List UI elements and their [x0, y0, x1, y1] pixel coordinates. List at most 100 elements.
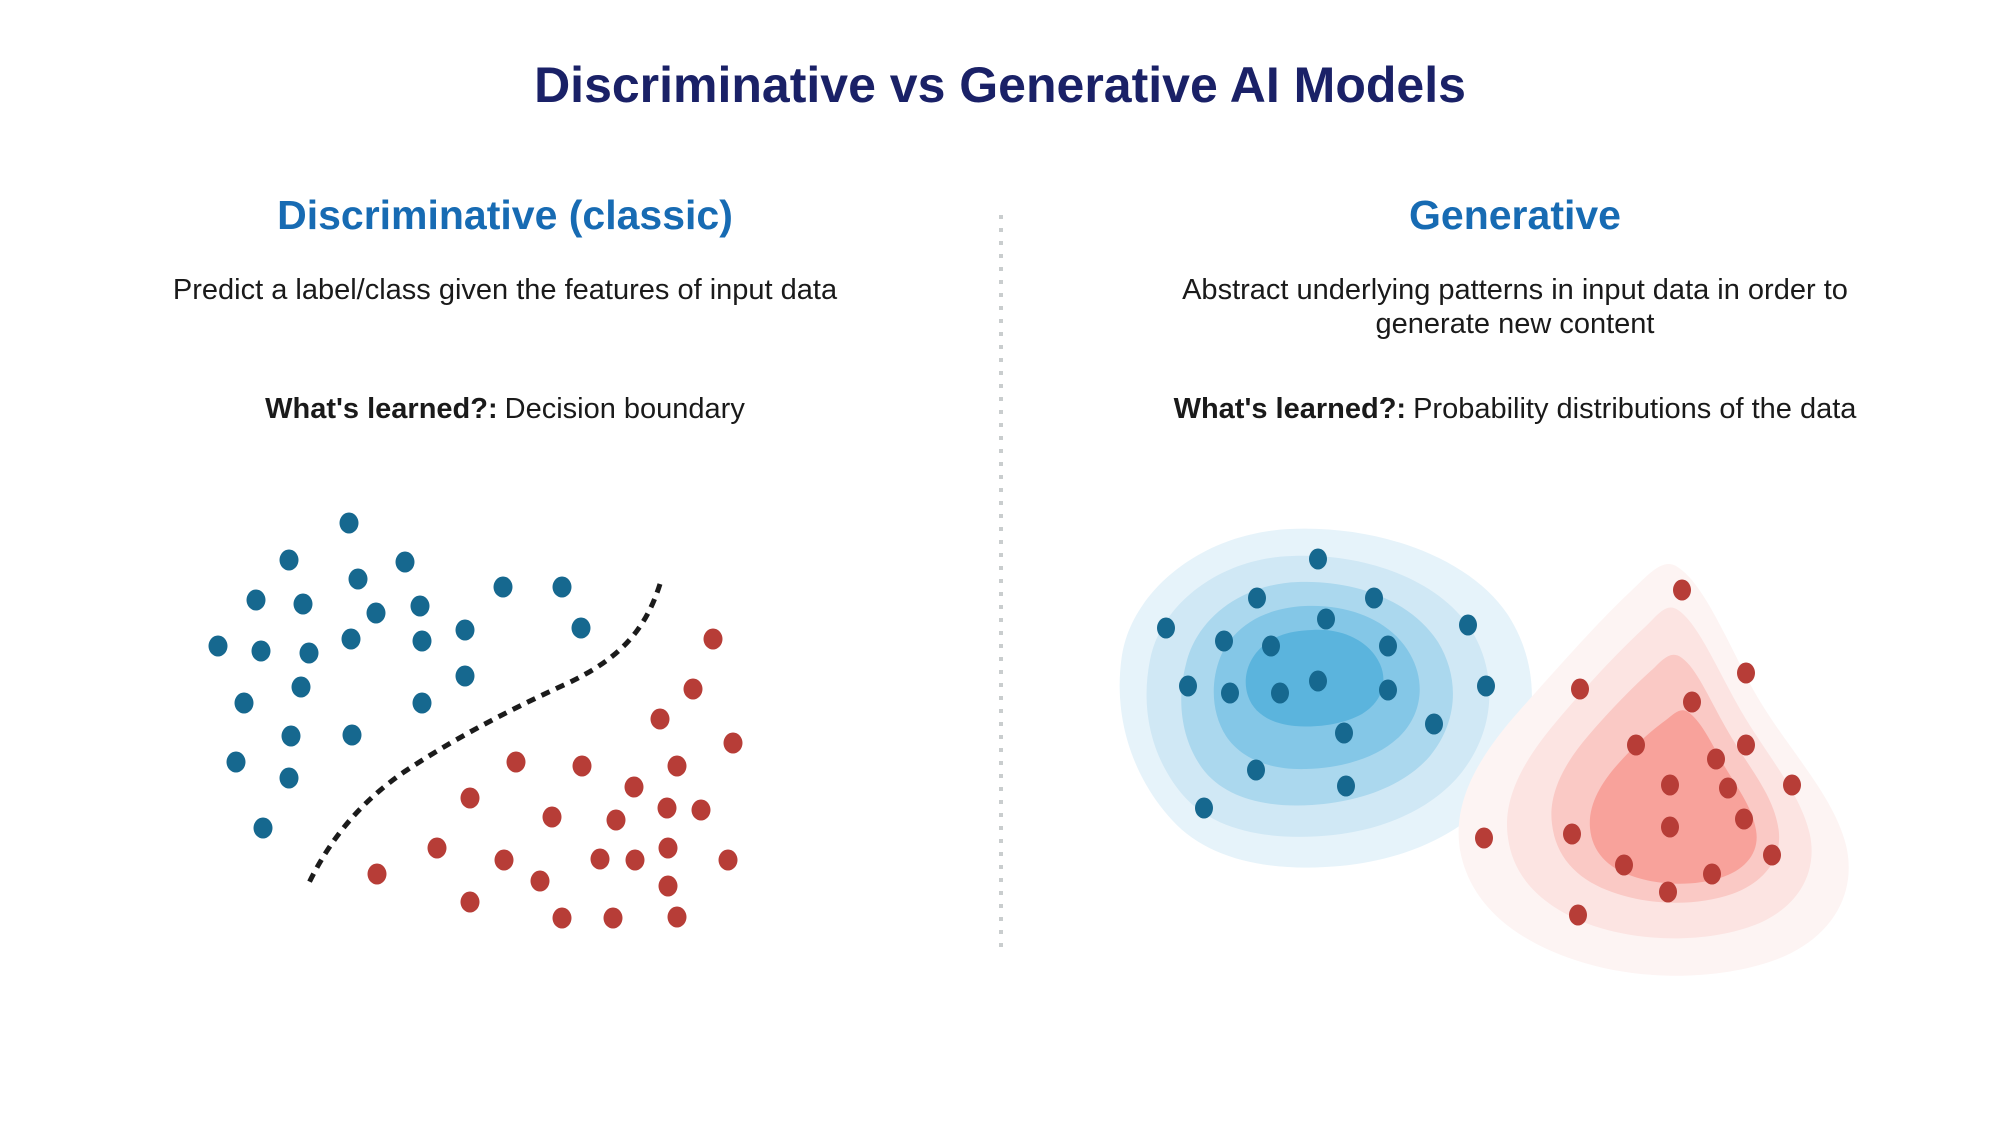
decision-boundary-curve: [304, 583, 663, 889]
red-class-point: [723, 732, 743, 754]
red-class-point: [506, 751, 526, 773]
blue-sample-point: [1309, 548, 1327, 570]
red-class-point: [460, 891, 480, 913]
blue-class-point: [493, 576, 513, 598]
red-sample-point: [1737, 662, 1755, 684]
blue-class-point: [299, 642, 319, 664]
blue-class-point: [279, 767, 299, 789]
discriminative-scatter-plot: [208, 512, 743, 929]
generative-description-line1: Abstract underlying patterns in input da…: [1182, 274, 1848, 306]
blue-class-point: [253, 817, 273, 839]
red-sample-point: [1707, 748, 1725, 770]
red-sample-point: [1571, 678, 1589, 700]
page-title: Discriminative vs Generative AI Models: [534, 57, 1466, 113]
red-class-point: [460, 787, 480, 809]
discriminative-learned: What's learned?:Decision boundary: [5, 392, 1005, 426]
blue-sample-point: [1365, 587, 1383, 609]
learned-value: Decision boundary: [504, 393, 745, 425]
blue-sample-point: [1459, 614, 1477, 636]
red-sample-point: [1563, 823, 1581, 845]
blue-sample-point: [1248, 587, 1266, 609]
red-class-point: [624, 776, 644, 798]
red-class-point: [542, 806, 562, 828]
blue-sample-point: [1317, 608, 1335, 630]
blue-class-point: [455, 619, 475, 641]
red-sample-point: [1683, 691, 1701, 713]
red-sample-point: [1569, 904, 1587, 926]
red-class-point: [658, 875, 678, 897]
red-class-point: [606, 809, 626, 831]
blue-class-point: [412, 630, 432, 652]
discriminative-heading: Discriminative (classic): [277, 192, 733, 238]
panel-discriminative: Discriminative (classic) Predict a label…: [5, 0, 1005, 1125]
blue-class-point: [234, 692, 254, 714]
learned-value: Probability distributions of the data: [1413, 393, 1857, 425]
blue-class-point: [395, 551, 415, 573]
blue-class-point: [246, 589, 266, 611]
blue-class-point: [291, 676, 311, 698]
red-sample-point: [1615, 854, 1633, 876]
blue-class-point: [339, 512, 359, 534]
red-sample-point: [1659, 881, 1677, 903]
blue-sample-point: [1425, 713, 1443, 735]
red-sample-point: [1737, 734, 1755, 756]
blue-class-point: [226, 751, 246, 773]
blue-class-point: [341, 628, 361, 650]
red-sample-point: [1661, 774, 1679, 796]
red-class-point: [572, 755, 592, 777]
red-sample-point: [1783, 774, 1801, 796]
discriminative-description: Predict a label/class given the features…: [5, 273, 1005, 307]
blue-class-point: [412, 692, 432, 714]
blue-class-point: [410, 595, 430, 617]
red-class-point: [590, 848, 610, 870]
blue-sample-point: [1262, 635, 1280, 657]
red-class-point: [718, 849, 738, 871]
blue-class-point: [552, 576, 572, 598]
generative-heading: Generative: [1409, 192, 1621, 238]
red-class-point: [657, 797, 677, 819]
red-sample-point: [1627, 734, 1645, 756]
red-sample-point: [1673, 579, 1691, 601]
blue-sample-point: [1221, 682, 1239, 704]
blue-sample-point: [1195, 797, 1213, 819]
red-class-point: [552, 907, 572, 929]
blue-sample-point: [1247, 759, 1265, 781]
red-class-point: [494, 849, 514, 871]
blue-sample-point: [1335, 722, 1353, 744]
red-sample-point: [1703, 863, 1721, 885]
blue-sample-point: [1215, 630, 1233, 652]
red-class-point: [530, 870, 550, 892]
discriminative-description-line1: Predict a label/class given the features…: [172, 274, 838, 306]
blue-sample-point: [1477, 675, 1495, 697]
red-class-point: [650, 708, 670, 730]
blue-sample-point: [1337, 775, 1355, 797]
blue-sample-point: [1379, 635, 1397, 657]
blue-class-point: [279, 549, 299, 571]
red-class-point: [367, 863, 387, 885]
generative-description-line2: generate new content: [1375, 308, 1655, 340]
blue-sample-point: [1157, 617, 1175, 639]
red-sample-point: [1475, 827, 1493, 849]
red-sample-point: [1719, 777, 1737, 799]
red-class-point: [603, 907, 623, 929]
red-class-point: [667, 755, 687, 777]
blue-class-point: [366, 602, 386, 624]
blue-sample-point: [1179, 675, 1197, 697]
blue-class-point: [281, 725, 301, 747]
red-class-point: [703, 628, 723, 650]
blue-class-point: [293, 593, 313, 615]
blue-sample-point: [1379, 679, 1397, 701]
red-class-point: [658, 837, 678, 859]
blue-class-point: [571, 617, 591, 639]
red-class-point: [667, 906, 687, 928]
blue-class-point: [348, 568, 368, 590]
red-class-point: [683, 678, 703, 700]
red-sample-point: [1763, 844, 1781, 866]
generative-density-plot: [1119, 528, 1849, 976]
learned-label: What's learned?:: [265, 393, 498, 425]
generative-learned: What's learned?:Probability distribution…: [1015, 392, 2000, 426]
panel-generative: Generative Abstract underlying patterns …: [1015, 0, 2000, 1125]
red-sample-point: [1661, 816, 1679, 838]
